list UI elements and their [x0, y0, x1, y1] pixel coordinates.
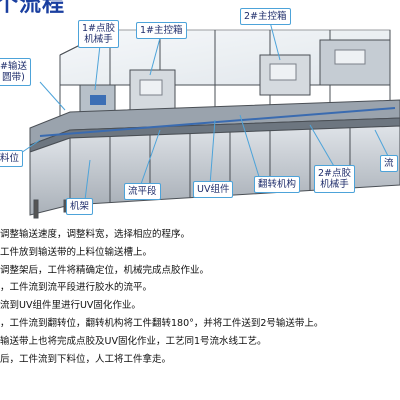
right-module [319, 39, 391, 86]
label-control-box-2: 2#主控箱 [240, 8, 291, 25]
label-control-box-1: 1#主控箱 [136, 22, 187, 39]
control-box-1 [129, 69, 176, 111]
label-glue-robot-2: 2#点胶机械手 [314, 165, 356, 193]
leader-lines [17, 21, 391, 201]
step-1: 调整输送速度，调整料宽，选择相应的程序。 [0, 229, 191, 240]
step-2: 工件放到输送带的上料位输送槽上。 [0, 246, 153, 258]
step-4: ，工件流到流平段进行胶水的流平。 [0, 282, 153, 294]
label-flat-section: 流平段 [124, 183, 161, 200]
step-6: ，工件流到翻转位，翻转机构将工件翻转180°，并将工件送到2号输送带上。 [0, 317, 324, 329]
step-8: 后，工件流到下料位，人工将工件拿走。 [0, 353, 172, 365]
label-frame: 机架 [66, 198, 94, 215]
label-uv-unit: UV组件 [193, 181, 234, 198]
step-3: 调整架后，工件将精确定位，机械完成点胶作业。 [0, 264, 210, 276]
label-flip-mechanism: 翻转机构 [254, 176, 301, 193]
process-steps: 调整输送速度，调整料宽，选择相应的程序。 工件放到输送带的上料位输送槽上。 调整… [0, 226, 400, 368]
label-glue-robot-1: 1#点胶机械手 [78, 20, 120, 48]
label-flow: 流 [380, 155, 398, 172]
step-5: 流到UV组件里进行UV固化作业。 [0, 300, 141, 312]
page-title: 个流程 [0, 0, 66, 17]
control-box-2 [259, 54, 311, 96]
label-loading: 料位 [0, 150, 24, 167]
label-conveyor-1: #输送圆带) [0, 58, 31, 86]
step-7: 输送带上也将完成点胶及UV固化作业，工艺同1号流水线工艺。 [0, 335, 267, 347]
